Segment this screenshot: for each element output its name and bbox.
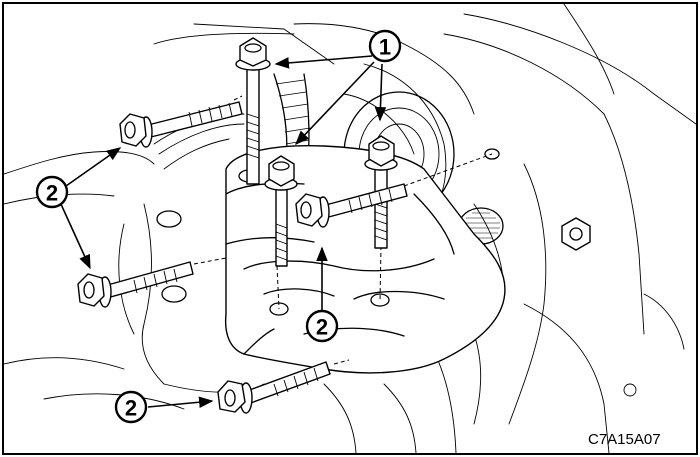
bolt-vertical-right [364,135,398,249]
figure-code: C7A15A07 [588,431,661,448]
bolt-vertical-top [235,37,271,185]
callout-2-bottom: 2 [114,390,148,424]
bolt-horizontal-upper-left [119,101,243,148]
leader-arrows [59,55,387,408]
callout-2-label: 2 [46,181,58,206]
callout-2-label: 2 [316,315,328,340]
callout-2-label: 2 [125,396,137,421]
alignment-lines [193,95,493,365]
mount-bracket [224,145,506,374]
bolt-vertical-center [264,155,298,267]
callout-1-label: 1 [379,35,391,60]
engine-mount-diagram: 1 2 2 2 C7A15A07 [4,4,696,453]
callout-2-center: 2 [305,309,339,343]
bolt-horizontal-bottom [217,361,331,414]
bolt-horizontal-center [295,183,408,228]
callout-2-left: 2 [35,175,69,209]
bolt-horizontal-lower-left [77,261,194,308]
callout-1-top: 1 [368,29,402,63]
